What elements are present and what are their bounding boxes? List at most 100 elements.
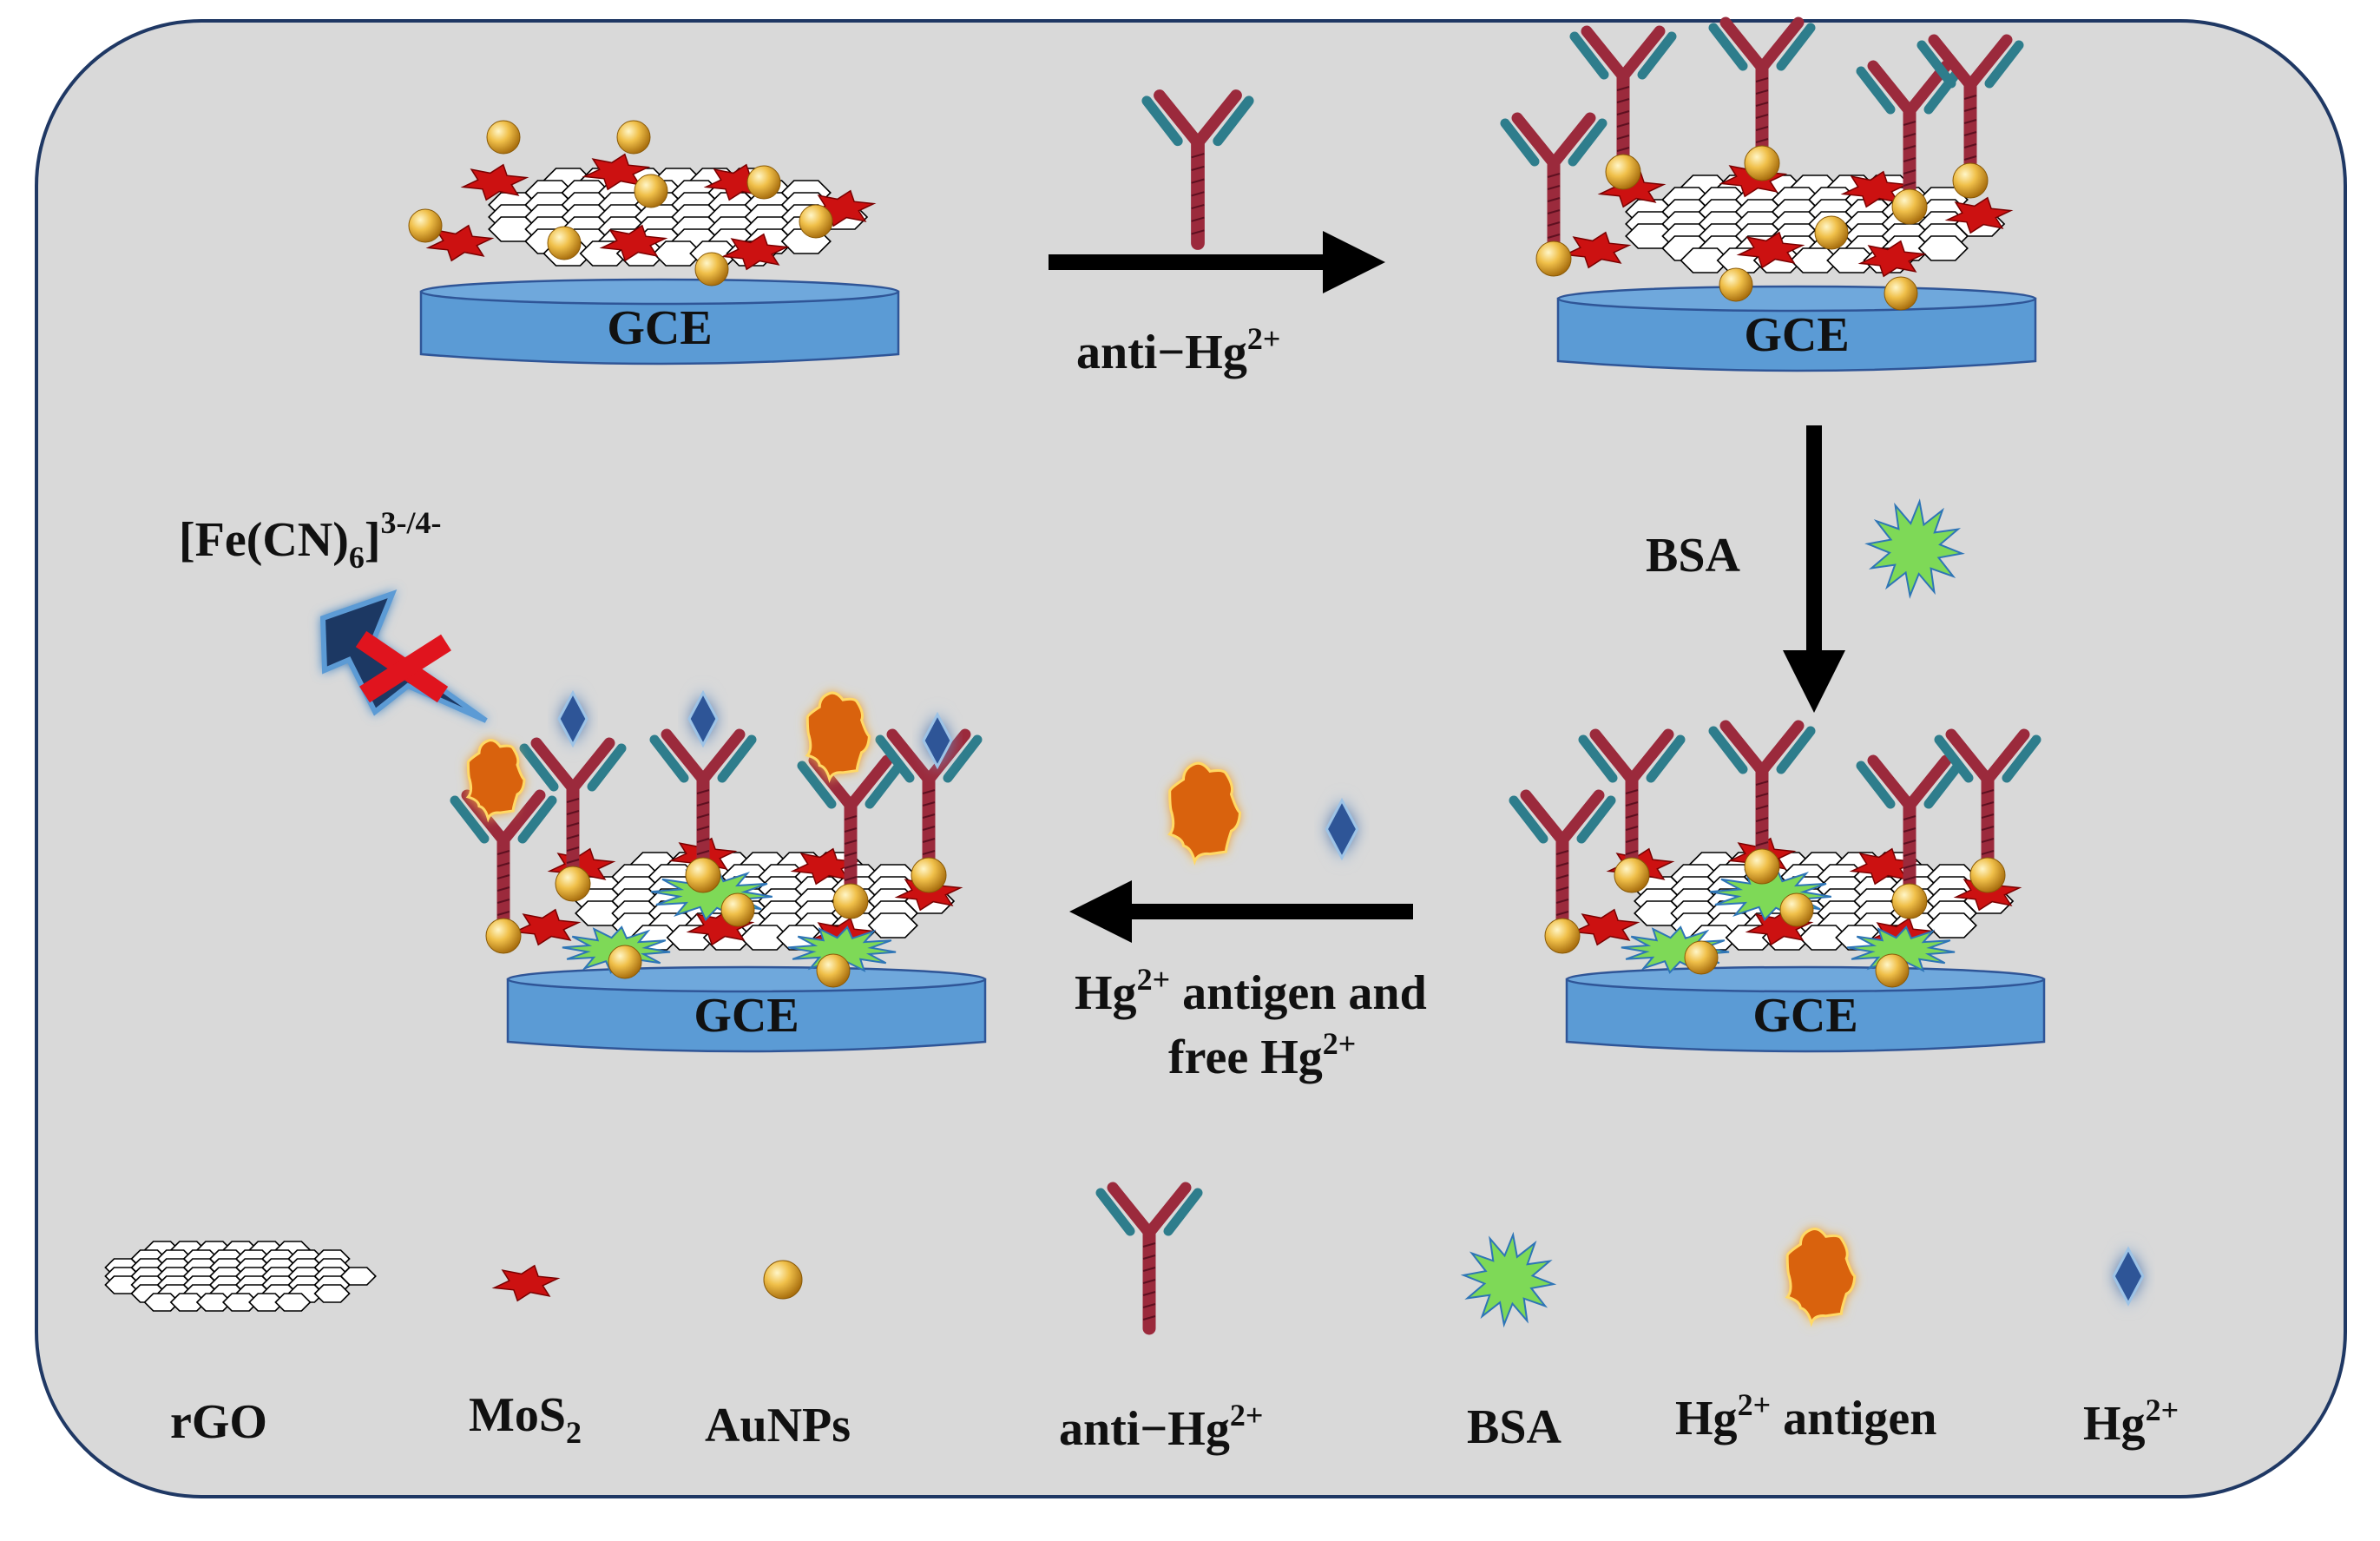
antibody-icon <box>1500 112 1607 266</box>
redox-probe-label: [Fe(CN)6]3-/4- <box>179 505 442 575</box>
gce-electrode: GCE <box>506 965 987 1053</box>
gce-electrode: GCE <box>419 278 900 365</box>
gold-nanoparticle-icon <box>1969 857 2006 893</box>
bsa-icon <box>651 866 773 922</box>
gold-nanoparticle-icon <box>1535 240 1572 277</box>
rgo-sheet <box>1634 852 2015 951</box>
labels: anti−Hg2+ BSA Hg2+ antigen and free Hg2+… <box>170 321 2179 1456</box>
gce-label: GCE <box>1744 308 1849 362</box>
legend-label-anti: anti−Hg2+ <box>1059 1398 1263 1456</box>
gold-nanoparticle-icon <box>408 208 443 243</box>
rgo-sheet <box>575 852 956 951</box>
gold-nanoparticle-icon <box>634 174 668 208</box>
gold-nanoparticle-icon <box>816 953 851 988</box>
mos2-icon <box>807 189 877 227</box>
antigen-icon <box>805 691 871 784</box>
mos2-icon <box>720 233 790 271</box>
gold-nanoparticle-icon <box>911 857 947 893</box>
gold-nanoparticle-icon <box>720 892 755 927</box>
antigen-icon <box>1785 1228 1857 1327</box>
gold-nanoparticle-icon <box>799 204 833 239</box>
gold-nanoparticle-icon <box>1952 162 1989 199</box>
gold-nanoparticle-icon <box>608 945 642 979</box>
legend-label-rgo: rGO <box>170 1395 267 1449</box>
redox-probe-blocked <box>319 589 488 723</box>
gce-electrode: GCE <box>1556 285 2037 372</box>
hg-ion-icon <box>557 689 588 748</box>
mos2-icon <box>1571 908 1640 946</box>
legend-rgo-icon <box>104 1241 377 1312</box>
gold-nanoparticle-icon <box>1891 883 1928 919</box>
antibody-icon <box>1141 89 1254 250</box>
bsa-icon <box>1710 866 1831 922</box>
bsa-icon <box>1864 498 1965 599</box>
antibody-icon <box>1095 1182 1203 1335</box>
antigen-icon <box>465 739 526 823</box>
bsa-icon <box>1460 1231 1557 1328</box>
mos2-icon <box>582 153 651 191</box>
rgo-sheet <box>104 1241 377 1312</box>
mos2-icon <box>1944 196 2014 234</box>
mos2-icon <box>491 1264 561 1302</box>
antibody-icon <box>797 754 904 908</box>
hg-ion-icon <box>1325 797 1359 861</box>
gold-nanoparticle-icon <box>1684 940 1719 975</box>
gold-nanoparticle-icon <box>486 120 521 155</box>
gold-nanoparticle-icon <box>1891 188 1928 225</box>
gce-label: GCE <box>607 301 712 355</box>
mos2-icon <box>599 224 668 262</box>
gold-nanoparticle-icon <box>547 226 582 260</box>
gold-nanoparticle-icon <box>1884 276 1918 311</box>
legend-label-aunps: AuNPs <box>705 1399 851 1452</box>
gold-nanoparticle-icon <box>1875 953 1910 988</box>
gold-nanoparticle-icon <box>616 120 651 155</box>
legend-icons <box>104 1182 2145 1335</box>
step3-label-line1: Hg2+ antigen and <box>1075 962 1427 1020</box>
step2-label: BSA <box>1646 529 1740 583</box>
mos2-icon <box>1562 231 1632 269</box>
legend-label-hg: Hg2+ <box>2083 1393 2179 1451</box>
gold-nanoparticle-icon <box>485 918 522 954</box>
background-panel <box>35 19 2347 1498</box>
blocked-cross-icon <box>355 630 451 703</box>
hg-ion-icon <box>2112 1246 2145 1307</box>
gold-nanoparticle-icon <box>746 165 781 200</box>
gce-label: GCE <box>1752 989 1857 1043</box>
gold-nanoparticle-icon <box>1744 848 1780 885</box>
gce-electrode: GCE <box>1565 965 2046 1053</box>
gold-nanoparticle-icon <box>1605 154 1641 190</box>
gold-nanoparticle-icon <box>763 1260 803 1300</box>
gold-nanoparticle-icon <box>1779 892 1814 927</box>
gold-nanoparticle-icon <box>694 252 729 286</box>
gold-nanoparticle-icon <box>1719 267 1753 302</box>
gold-nanoparticle-icon <box>1744 145 1780 181</box>
step3-label-line2: free Hg2+ <box>1168 1026 1356 1084</box>
legend-label-mos2: MoS2 <box>469 1388 582 1450</box>
gce-label: GCE <box>694 989 799 1043</box>
electrode-stage-3-bsa: GCE <box>1509 720 2046 1053</box>
gold-nanoparticle-icon <box>1814 215 1849 250</box>
gold-nanoparticle-icon <box>555 866 591 902</box>
antigen-icon <box>1167 761 1242 866</box>
mos2-icon <box>1736 231 1805 269</box>
electrode-stage-4-antigen: GCE <box>450 689 987 1053</box>
reagent-icons <box>1141 89 1965 866</box>
bsa-icon <box>1621 925 1730 974</box>
mos2-icon <box>512 908 582 946</box>
mos2-icon <box>460 163 529 201</box>
gold-nanoparticle-icon <box>832 883 869 919</box>
rgo-sheet <box>1625 175 2006 273</box>
legend-label-antigen: Hg2+ antigen <box>1675 1387 1936 1446</box>
hg-ion-icon <box>922 711 953 770</box>
electrode-stage-2-antibody: GCE <box>1500 16 2037 372</box>
electrode-stage-1-modified: GCE <box>408 120 900 365</box>
antibody-icon <box>1578 728 1686 882</box>
gold-nanoparticle-icon <box>685 857 721 893</box>
mos2-icon <box>1719 160 1788 198</box>
mos2-icon <box>1857 240 1927 278</box>
step1-label: anti−Hg2+ <box>1076 321 1280 379</box>
gold-nanoparticle-icon <box>1614 857 1650 893</box>
hg-ion-icon <box>687 689 719 748</box>
gold-nanoparticle-icon <box>1544 918 1581 954</box>
